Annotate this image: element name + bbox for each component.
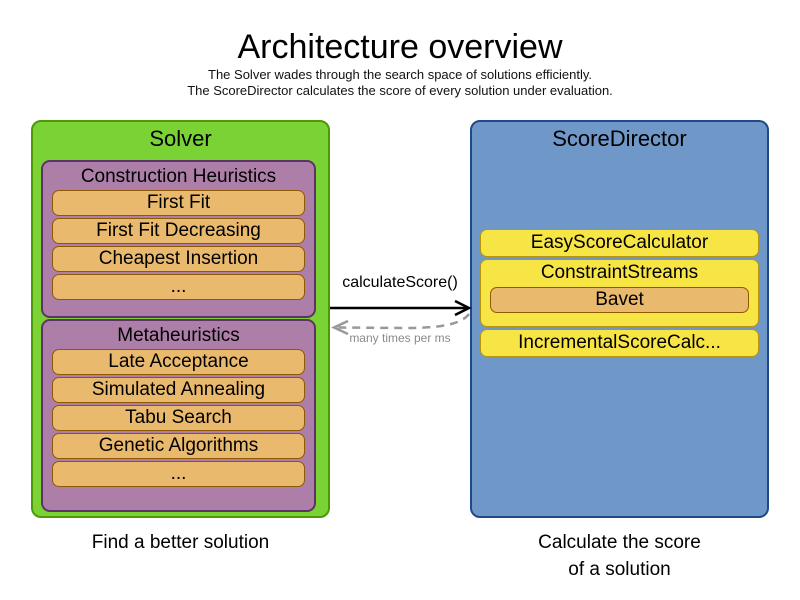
calculate-score-arrow-icon — [330, 300, 472, 317]
metaheuristics-title: Metaheuristics — [117, 325, 240, 346]
incremental-score-calculator-box: IncrementalScoreCalc... — [480, 329, 759, 357]
solver-box: Solver Construction Heuristics First Fit… — [31, 120, 330, 518]
item-construction-ellipsis: ... — [52, 274, 305, 300]
page-title: Architecture overview — [237, 28, 563, 66]
score-director-title: ScoreDirector — [552, 126, 687, 151]
return-dashed-arrow-icon — [331, 313, 471, 336]
solver-title: Solver — [149, 126, 212, 151]
score-director-caption: Calculate the score of a solution — [470, 529, 769, 583]
subtitle-line-1: The Solver wades through the search spac… — [208, 67, 592, 82]
score-director-box: ScoreDirector EasyScoreCalculator Constr… — [470, 120, 769, 518]
solver-caption: Find a better solution — [91, 532, 270, 553]
calculate-score-label: calculateScore() — [342, 274, 458, 291]
score-director-caption-line-1: Calculate the score — [538, 532, 701, 553]
score-director-caption-line-2: of a solution — [568, 559, 671, 580]
metaheuristics-section: Metaheuristics Late Acceptance Simulated… — [41, 319, 316, 512]
frequency-label: many times per ms — [349, 331, 451, 345]
construction-heuristics-title: Construction Heuristics — [80, 166, 277, 187]
easy-score-calculator-label: EasyScoreCalculator — [530, 232, 709, 253]
construction-heuristics-section: Construction Heuristics First Fit First … — [41, 160, 316, 318]
item-metaheuristics-ellipsis: ... — [52, 461, 305, 487]
item-cheapest-insertion: Cheapest Insertion — [52, 246, 305, 272]
item-first-fit: First Fit — [52, 190, 305, 216]
item-genetic-algorithms: Genetic Algorithms — [52, 433, 305, 459]
arrows-graphic — [330, 300, 472, 336]
item-simulated-annealing: Simulated Annealing — [52, 377, 305, 403]
item-late-acceptance: Late Acceptance — [52, 349, 305, 375]
subtitle-line-2: The ScoreDirector calculates the score o… — [187, 83, 613, 98]
page-subtitle: The Solver wades through the search spac… — [0, 67, 800, 99]
incremental-score-calculator-label: IncrementalScoreCalc... — [518, 332, 721, 353]
easy-score-calculator-box: EasyScoreCalculator — [480, 229, 759, 257]
item-first-fit-decreasing: First Fit Decreasing — [52, 218, 305, 244]
constraint-streams-box: ConstraintStreams Bavet — [480, 259, 759, 327]
bavet-box: Bavet — [490, 287, 749, 313]
constraint-streams-label: ConstraintStreams — [540, 262, 699, 283]
item-tabu-search: Tabu Search — [52, 405, 305, 431]
